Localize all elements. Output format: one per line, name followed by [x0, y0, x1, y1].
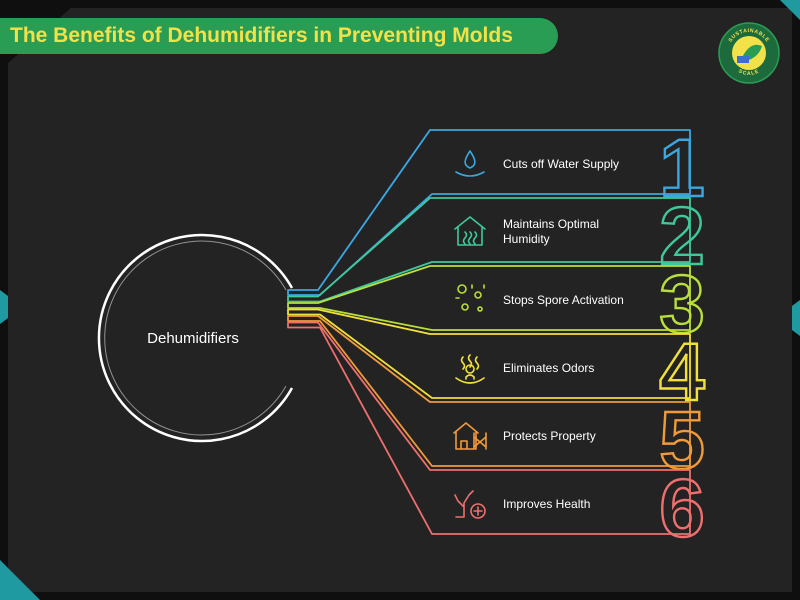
benefit-item-1: Cuts off Water Supply 1 — [287, 122, 706, 296]
benefit-item-5: Protects Property 5 — [287, 315, 706, 487]
house-humidity-icon — [454, 216, 486, 246]
benefit-band-4 — [287, 308, 691, 399]
benefit-label-1: Cuts off Water Supply — [503, 157, 619, 171]
corner-accent-tr — [780, 0, 800, 20]
benefit-band-2 — [287, 197, 691, 303]
page-title: The Benefits of Dehumidifiers in Prevent… — [10, 24, 513, 47]
connector-lines — [317, 129, 431, 471]
benefit-item-3: Stops Spore Activation 3 — [287, 258, 706, 351]
edge-accent-left — [0, 290, 8, 324]
spores-icon — [455, 284, 485, 312]
edge-accent-right — [792, 300, 800, 336]
title-banner: The Benefits of Dehumidifiers in Prevent… — [0, 18, 558, 54]
benefit-band-5 — [287, 315, 691, 467]
benefit-label-2: Humidity — [503, 232, 550, 246]
svg-text:SCALE: SCALE — [737, 68, 760, 77]
benefit-label-3: Stops Spore Activation — [503, 293, 624, 307]
health-icon — [454, 490, 486, 519]
logo-text-bottom: SCALE — [737, 68, 759, 77]
benefit-number-4: 4 — [659, 327, 705, 418]
benefit-band-3 — [287, 265, 691, 331]
benefit-number-5: 5 — [659, 395, 705, 486]
brand-logo: SUSTAINABLE SCALE — [718, 22, 780, 84]
benefit-item-6: Improves Health 6 — [287, 321, 706, 555]
solar-panel-icon — [737, 56, 749, 63]
benefit-number-1: 1 — [659, 123, 705, 214]
benefit-label-6: Improves Health — [503, 497, 590, 511]
benefit-label-4: Eliminates Odors — [503, 361, 594, 375]
benefit-number-2: 2 — [659, 191, 705, 282]
benefit-label-5: Protects Property — [503, 429, 596, 443]
benefit-number-6: 6 — [659, 463, 705, 554]
benefit-number-3: 3 — [659, 259, 705, 350]
odor-icon — [455, 354, 485, 384]
benefit-label-2: Maintains Optimal — [503, 217, 599, 231]
water-drop-icon — [455, 150, 485, 177]
benefit-item-4: Eliminates Odors 4 — [287, 308, 706, 419]
property-icon — [453, 422, 487, 450]
center-label: Dehumidifiers — [147, 330, 239, 347]
center-circle — [97, 233, 294, 443]
benefit-band-6 — [287, 321, 691, 535]
corner-accent-bl — [0, 560, 40, 600]
